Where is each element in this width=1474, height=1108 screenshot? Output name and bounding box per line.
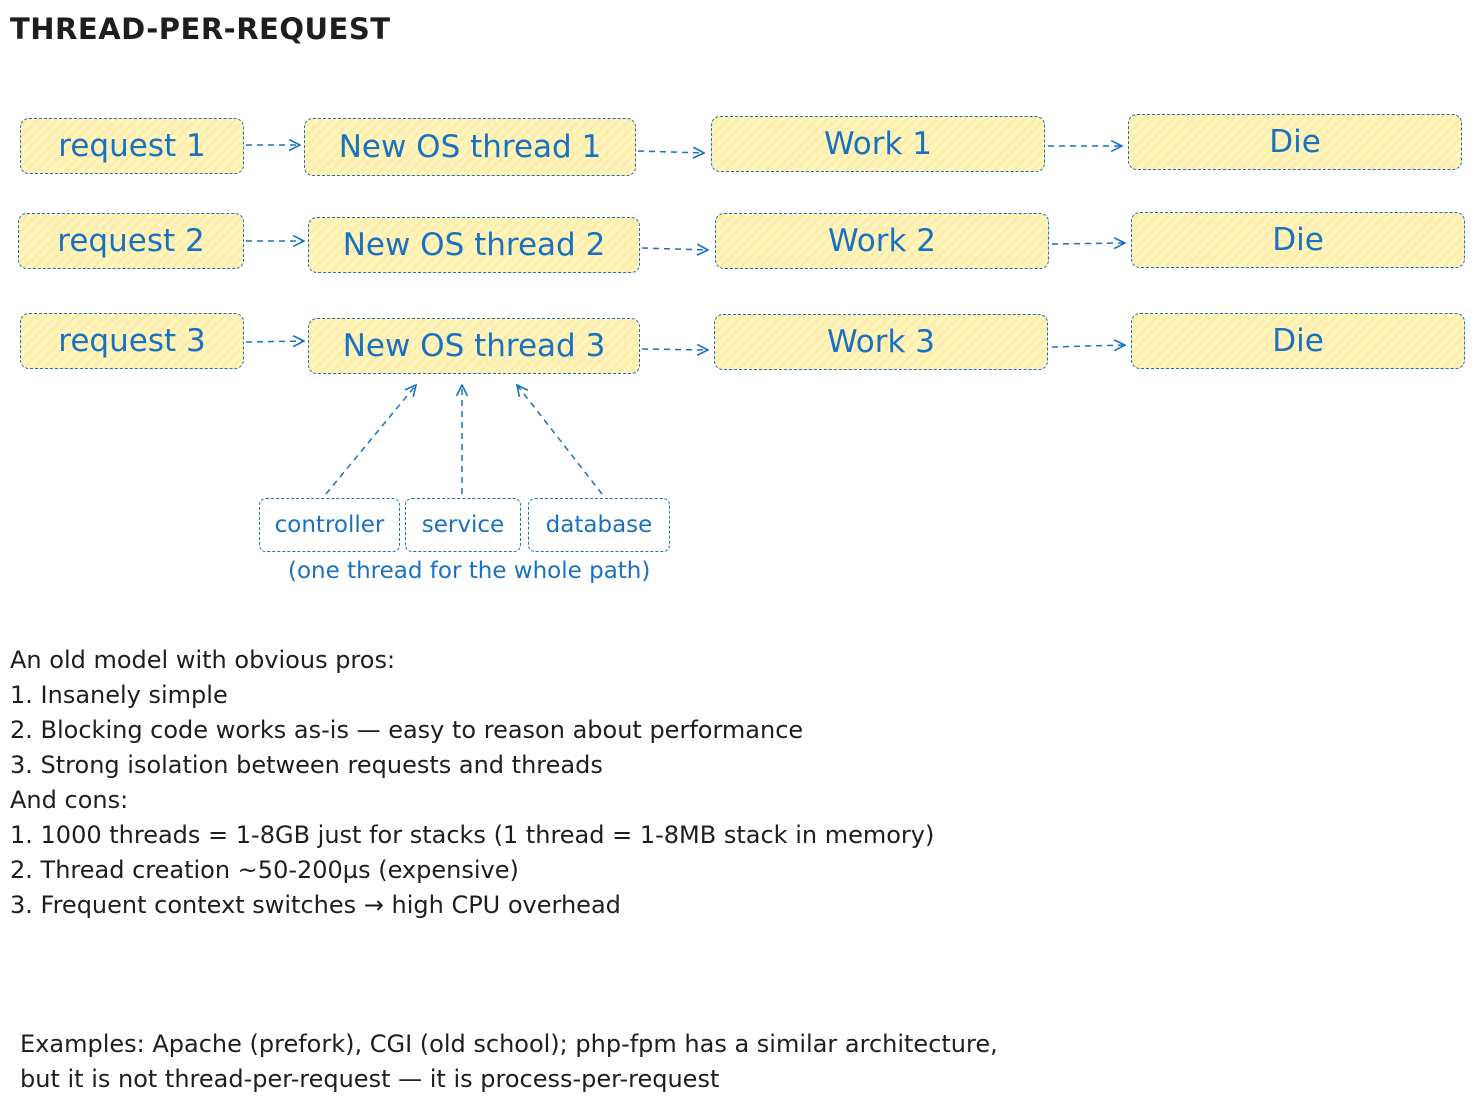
notes-line: 1. Insanely simple bbox=[10, 681, 228, 709]
die-box-1: Die bbox=[1128, 114, 1462, 170]
arrow-database-to-thread3 bbox=[517, 385, 603, 495]
die-box-2: Die bbox=[1131, 212, 1465, 268]
die-box-3: Die bbox=[1131, 313, 1465, 369]
request-box-3: request 3 bbox=[20, 313, 244, 369]
thread-box-2: New OS thread 2 bbox=[308, 217, 640, 273]
work-box-1: Work 1 bbox=[711, 116, 1045, 172]
examples-line: but it is not thread-per-request — it is… bbox=[20, 1065, 720, 1093]
notes-line: 2. Thread creation ~50-200µs (expensive) bbox=[10, 856, 519, 884]
notes-block: An old model with obvious pros: 1. Insan… bbox=[10, 643, 934, 923]
notes-line: And cons: bbox=[10, 786, 129, 814]
examples-block: Examples: Apache (prefork), CGI (old sch… bbox=[20, 1027, 998, 1097]
examples-line: Examples: Apache (prefork), CGI (old sch… bbox=[20, 1030, 998, 1058]
arrow-thread3-to-work3 bbox=[641, 349, 708, 350]
arrow-work2-to-die2 bbox=[1051, 243, 1125, 244]
work-box-3: Work 3 bbox=[714, 314, 1048, 370]
request-box-1: request 1 bbox=[20, 118, 244, 174]
notes-line: 3. Frequent context switches → high CPU … bbox=[10, 891, 621, 919]
arrow-thread1-to-work1 bbox=[637, 151, 704, 153]
arrow-thread2-to-work2 bbox=[641, 248, 708, 250]
notes-line: An old model with obvious pros: bbox=[10, 646, 396, 674]
page-title: THREAD-PER-REQUEST bbox=[10, 12, 391, 46]
service-box: service bbox=[405, 498, 521, 552]
notes-line: 2. Blocking code works as-is — easy to r… bbox=[10, 716, 804, 744]
notes-line: 1. 1000 threads = 1-8GB just for stacks … bbox=[10, 821, 935, 849]
thread-box-1: New OS thread 1 bbox=[304, 118, 636, 176]
notes-line: 3. Strong isolation between requests and… bbox=[10, 751, 603, 779]
arrow-controller-to-thread3 bbox=[325, 385, 416, 495]
arrow-request3-to-thread3 bbox=[245, 341, 304, 342]
controller-box: controller bbox=[259, 498, 400, 552]
layers-caption: (one thread for the whole path) bbox=[288, 558, 651, 584]
database-box: database bbox=[528, 498, 670, 552]
work-box-2: Work 2 bbox=[715, 213, 1049, 269]
arrow-work3-to-die3 bbox=[1051, 345, 1125, 347]
thread-box-3: New OS thread 3 bbox=[308, 318, 640, 374]
request-box-2: request 2 bbox=[18, 213, 244, 269]
